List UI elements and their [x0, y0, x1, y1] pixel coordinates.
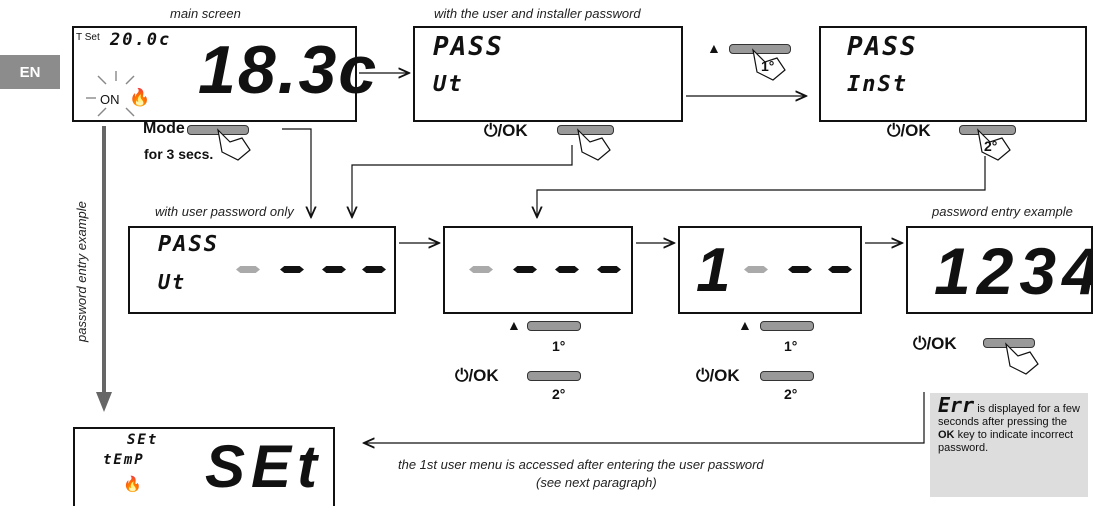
step-2-label: 2° — [984, 138, 998, 154]
ok-button[interactable] — [527, 371, 581, 381]
pointing-hand-icon — [752, 48, 786, 81]
digit-dash — [513, 266, 537, 273]
pass-text: PASS — [847, 32, 918, 62]
ok-label-text: /OK — [497, 121, 528, 140]
installer-text: InSt — [847, 72, 908, 97]
err-text: Err — [938, 393, 975, 417]
ok-label-text: /OK — [709, 366, 740, 385]
step-1-label: 1° — [552, 338, 566, 354]
digit-dash — [555, 266, 579, 273]
power-icon: ⏻ — [887, 121, 901, 140]
digit-blink — [236, 266, 260, 273]
caption-menu-line1: the 1st user menu is accessed after ente… — [398, 457, 764, 472]
ok-key-label: ⏻/OK — [696, 366, 740, 386]
display-dashes — [443, 226, 633, 314]
step-2-label: 2° — [784, 386, 798, 402]
power-icon: ⏻ — [455, 366, 469, 385]
digit-one: 1 — [696, 236, 731, 305]
note-text-1: is displayed for a few seconds after pre… — [938, 403, 1080, 428]
pointing-hand-icon — [577, 128, 611, 161]
ok-button[interactable] — [959, 125, 1016, 135]
caption-entry-example: password entry example — [932, 204, 1073, 219]
power-icon: ⏻ — [484, 121, 498, 140]
temp-small-text: tEmP — [103, 452, 145, 468]
up-button[interactable] — [527, 321, 581, 331]
ok-label-text: /OK — [900, 121, 931, 140]
up-button[interactable] — [729, 44, 791, 54]
flame-icon: 🔥 — [129, 88, 151, 107]
display-pass-user: PASS Ut — [413, 26, 683, 122]
up-arrow-icon: ▲ — [738, 317, 752, 333]
ok-key-label: ⏻/OK — [913, 334, 957, 354]
display-set-menu: SEt tEmP 🔥 SEt — [73, 427, 335, 506]
digit-blink — [744, 266, 768, 273]
tset-label: T Set — [76, 32, 100, 43]
language-badge: EN — [0, 55, 60, 89]
digit-dash — [322, 266, 346, 273]
display-pass-installer: PASS InSt — [819, 26, 1087, 122]
on-indicator — [86, 71, 135, 117]
password-digits: 1234 — [934, 234, 1093, 308]
display-password-1234: 1234 — [906, 226, 1093, 314]
ok-key-label: ⏻/OK — [484, 121, 528, 141]
set-small-text: SEt — [127, 432, 159, 448]
digit-dash — [280, 266, 304, 273]
step-1-label: 1° — [784, 338, 798, 354]
note-text-2: key to indicate incorrect password. — [938, 429, 1074, 454]
power-icon: ⏻ — [913, 334, 927, 353]
ok-button[interactable] — [760, 371, 814, 381]
display-pass-dashes: PASS Ut — [128, 226, 396, 314]
digit-dash — [362, 266, 386, 273]
main-screen-display: T Set 20.0c 18.3c ON 🔥 — [72, 26, 376, 122]
digit-dash — [828, 266, 852, 273]
power-icon: ⏻ — [696, 366, 710, 385]
pass-text: PASS — [158, 232, 219, 257]
up-arrow-icon: ▲ — [707, 40, 721, 56]
ok-key-label: ⏻/OK — [455, 366, 499, 386]
ok-label-text: /OK — [468, 366, 499, 385]
caption-user-only: with user password only — [155, 204, 294, 219]
up-button[interactable] — [760, 321, 814, 331]
room-temperature: 18.3c — [198, 32, 379, 108]
step-1-label: 1° — [761, 58, 775, 74]
error-note: Err is displayed for a few seconds after… — [930, 393, 1088, 497]
display-first-digit: 1 — [678, 226, 862, 314]
ok-key-label: ⏻/OK — [887, 121, 931, 141]
mode-key-label: Mode — [143, 120, 185, 137]
step-2-label: 2° — [552, 386, 566, 402]
tset-value: 20.0c — [110, 30, 172, 50]
ok-button[interactable] — [557, 125, 614, 135]
pointing-hand-icon — [217, 128, 251, 161]
flame-icon: 🔥 — [123, 476, 142, 493]
digit-dash — [597, 266, 621, 273]
pass-text: PASS — [433, 32, 504, 62]
digit-blink — [469, 266, 493, 273]
pointing-hand-icon — [977, 128, 1011, 161]
set-big-text: SEt — [205, 433, 324, 500]
note-ok: OK — [938, 429, 955, 441]
up-arrow-icon: ▲ — [507, 317, 521, 333]
on-label: ON — [100, 92, 120, 107]
user-text: Ut — [433, 72, 464, 97]
user-text: Ut — [158, 270, 187, 294]
pointing-hand-icon — [1005, 342, 1039, 375]
caption-menu-line2: (see next paragraph) — [536, 475, 657, 490]
caption-user-installer: with the user and installer password — [434, 6, 641, 21]
mode-key-hint: for 3 secs. — [144, 146, 214, 162]
caption-main-screen: main screen — [170, 6, 241, 21]
digit-dash — [788, 266, 812, 273]
ok-label-text: /OK — [926, 334, 957, 353]
